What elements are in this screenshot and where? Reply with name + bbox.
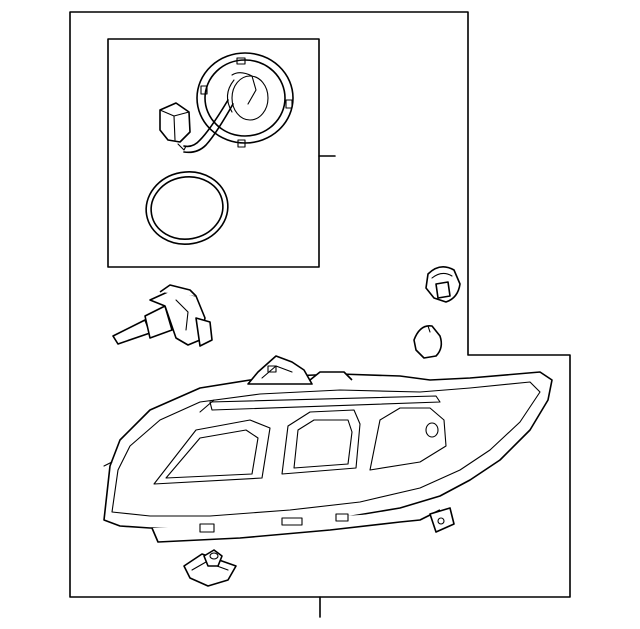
socket-harness-inset <box>107 38 336 268</box>
bulb-socket-harness <box>159 52 294 154</box>
side-marker-socket <box>425 266 461 303</box>
headlamp-housing <box>103 355 553 543</box>
side-marker-bulb <box>413 324 443 359</box>
mounting-clip <box>183 549 237 587</box>
seal-gasket <box>145 171 229 245</box>
headlight-assembly-frame <box>69 11 571 618</box>
headlight-bulb <box>112 284 213 347</box>
